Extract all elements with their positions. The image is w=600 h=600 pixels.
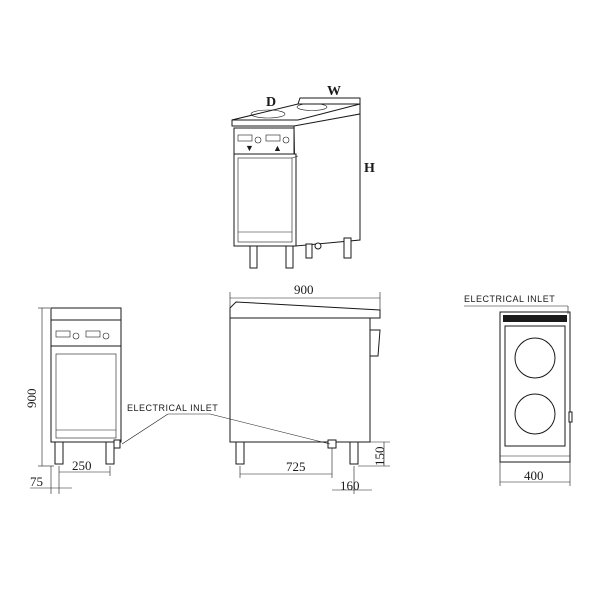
side-inlet-height-dim: 150 [372,447,387,467]
inlet-leader-side [209,413,331,445]
top-view: ELECTRICAL INLET 400 [464,294,573,486]
iso-electrical-inlet [314,242,322,250]
side-body [229,317,371,443]
front-knob-right [102,332,110,340]
front-leg-offset-dim: 75 [30,474,43,489]
top-inlet-marker [568,411,573,423]
iso-hotplate-front [250,109,286,119]
side-knob-profile [370,329,381,357]
iso-knob-left [254,136,262,144]
side-depth-dim: 900 [294,282,314,297]
iso-front-body [233,153,297,247]
top-glass-panel [504,325,566,447]
iso-leg [305,243,313,259]
iso-marker-right: ▲ [273,143,282,153]
side-view: 900 725 160 150 ELECTRICAL INLET [121,282,390,494]
front-cooktop [50,307,122,321]
front-display-left [55,330,71,338]
top-hotplate-rear [514,337,556,379]
isometric-view: ▼ ▲ D W H [231,84,375,269]
top-width-dim: 400 [524,468,544,483]
front-height-dim: 900 [24,389,39,409]
iso-knob-right [282,136,290,144]
front-leg-spacing-dim: 250 [72,458,92,473]
top-inlet-label: ELECTRICAL INLET [464,294,555,304]
iso-display-right [265,134,281,142]
front-display-right [85,330,101,338]
iso-leg [285,245,294,269]
iso-display-left [237,134,253,142]
front-cavity [55,353,117,439]
iso-leg [249,245,258,269]
front-leg-left [54,441,64,465]
front-view: 900 250 75 [24,307,122,494]
iso-side-panel [293,113,361,247]
iso-marker-left: ▼ [245,143,254,153]
iso-label-h: H [364,161,375,176]
front-knob-left [72,332,80,340]
iso-leg [343,237,352,259]
side-leg-depth-dim: 725 [286,459,306,474]
iso-backsplash [297,97,361,105]
side-inlet-label: ELECTRICAL INLET [127,403,218,413]
front-electrical-inlet [113,439,121,449]
front-leg-right [105,441,115,465]
front-body [50,345,122,443]
side-inlet-offset-dim: 160 [340,478,360,493]
top-vent-strip [503,315,567,322]
iso-open-cavity [237,157,293,243]
top-hotplate-front [514,393,556,435]
iso-label-w: W [327,84,341,99]
inlet-leader-front [121,413,169,445]
side-leg-rear [349,441,359,465]
side-cooktop [229,301,381,319]
side-leg-front [235,441,245,465]
iso-label-d: D [266,95,276,110]
